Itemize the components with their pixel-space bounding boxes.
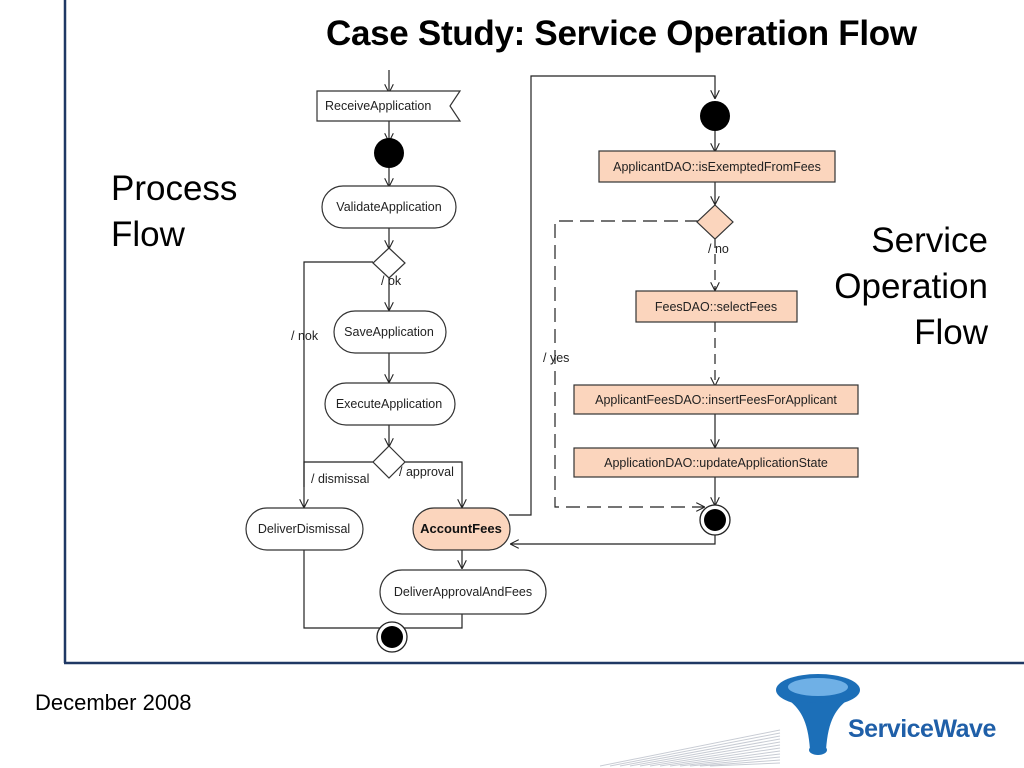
guard-nok: / nok xyxy=(291,329,319,343)
select-fees-label: FeesDAO::selectFees xyxy=(655,300,777,314)
edge-approval xyxy=(405,461,462,507)
is-exempted-action xyxy=(598,150,836,183)
execute-application-action xyxy=(324,382,456,426)
deliver-approval-label: DeliverApprovalAndFees xyxy=(394,585,532,599)
process-label-line1: Process xyxy=(111,169,238,208)
edge-return xyxy=(511,535,716,544)
update-state-label: ApplicationDAO::updateApplicationState xyxy=(604,456,828,470)
edge-approval-end xyxy=(404,614,463,629)
save-application-action xyxy=(333,310,447,354)
receive-signal-label: ReceiveApplication xyxy=(325,99,431,113)
slide-title: Case Study: Service Operation Flow xyxy=(326,14,917,53)
insert-fees-label: ApplicantFeesDAO::insertFeesForApplicant xyxy=(595,393,837,407)
edge-yes xyxy=(554,220,704,507)
receive-signal-shape xyxy=(316,90,462,122)
service-final-node xyxy=(699,504,731,536)
footer-date: December 2008 xyxy=(35,690,192,715)
decision-approval-node xyxy=(372,445,406,479)
guard-no: / no xyxy=(708,242,729,256)
deliver-dismissal-label: DeliverDismissal xyxy=(258,522,350,536)
edge-nok xyxy=(304,261,373,507)
servicewave-logo-graphic xyxy=(600,674,860,767)
process-label-line2: Flow xyxy=(111,215,185,254)
account-fees-action xyxy=(412,507,511,551)
insert-fees-action xyxy=(573,384,859,415)
guard-ok: / ok xyxy=(381,274,402,288)
save-application-label: SaveApplication xyxy=(344,325,434,339)
validate-application-action xyxy=(321,185,457,229)
initial-node xyxy=(374,138,404,168)
is-exempted-label: ApplicantDAO::isExemptedFromFees xyxy=(613,160,821,174)
execute-application-label: ExecuteApplication xyxy=(336,397,442,411)
edge-dismissal xyxy=(303,461,373,487)
guard-approval: / approval xyxy=(399,465,454,479)
guard-yes: / yes xyxy=(543,351,569,365)
account-fees-label: AccountFees xyxy=(420,521,502,536)
deliver-approval-action xyxy=(379,569,547,615)
edge-dismissal-end xyxy=(303,550,380,629)
servicewave-logo-text: ServiceWave xyxy=(848,715,996,743)
process-flow-label: Process Flow xyxy=(111,166,237,258)
decision-ok-node xyxy=(372,247,406,279)
service-operation-flow-label: Service Operation Flow xyxy=(834,218,988,356)
select-fees-action xyxy=(635,290,798,323)
guard-dismissal: / dismissal xyxy=(311,472,369,486)
decision-exempt-node xyxy=(696,204,734,240)
service-label-line2: Operation xyxy=(834,267,988,306)
deliver-dismissal-action xyxy=(245,507,364,551)
process-final-node xyxy=(376,621,408,653)
service-initial-node xyxy=(700,101,730,131)
service-label-line3: Flow xyxy=(914,313,988,352)
edge-to-service xyxy=(509,75,715,516)
validate-application-label: ValidateApplication xyxy=(336,200,441,214)
update-state-action xyxy=(573,447,859,478)
service-label-line1: Service xyxy=(871,221,988,260)
